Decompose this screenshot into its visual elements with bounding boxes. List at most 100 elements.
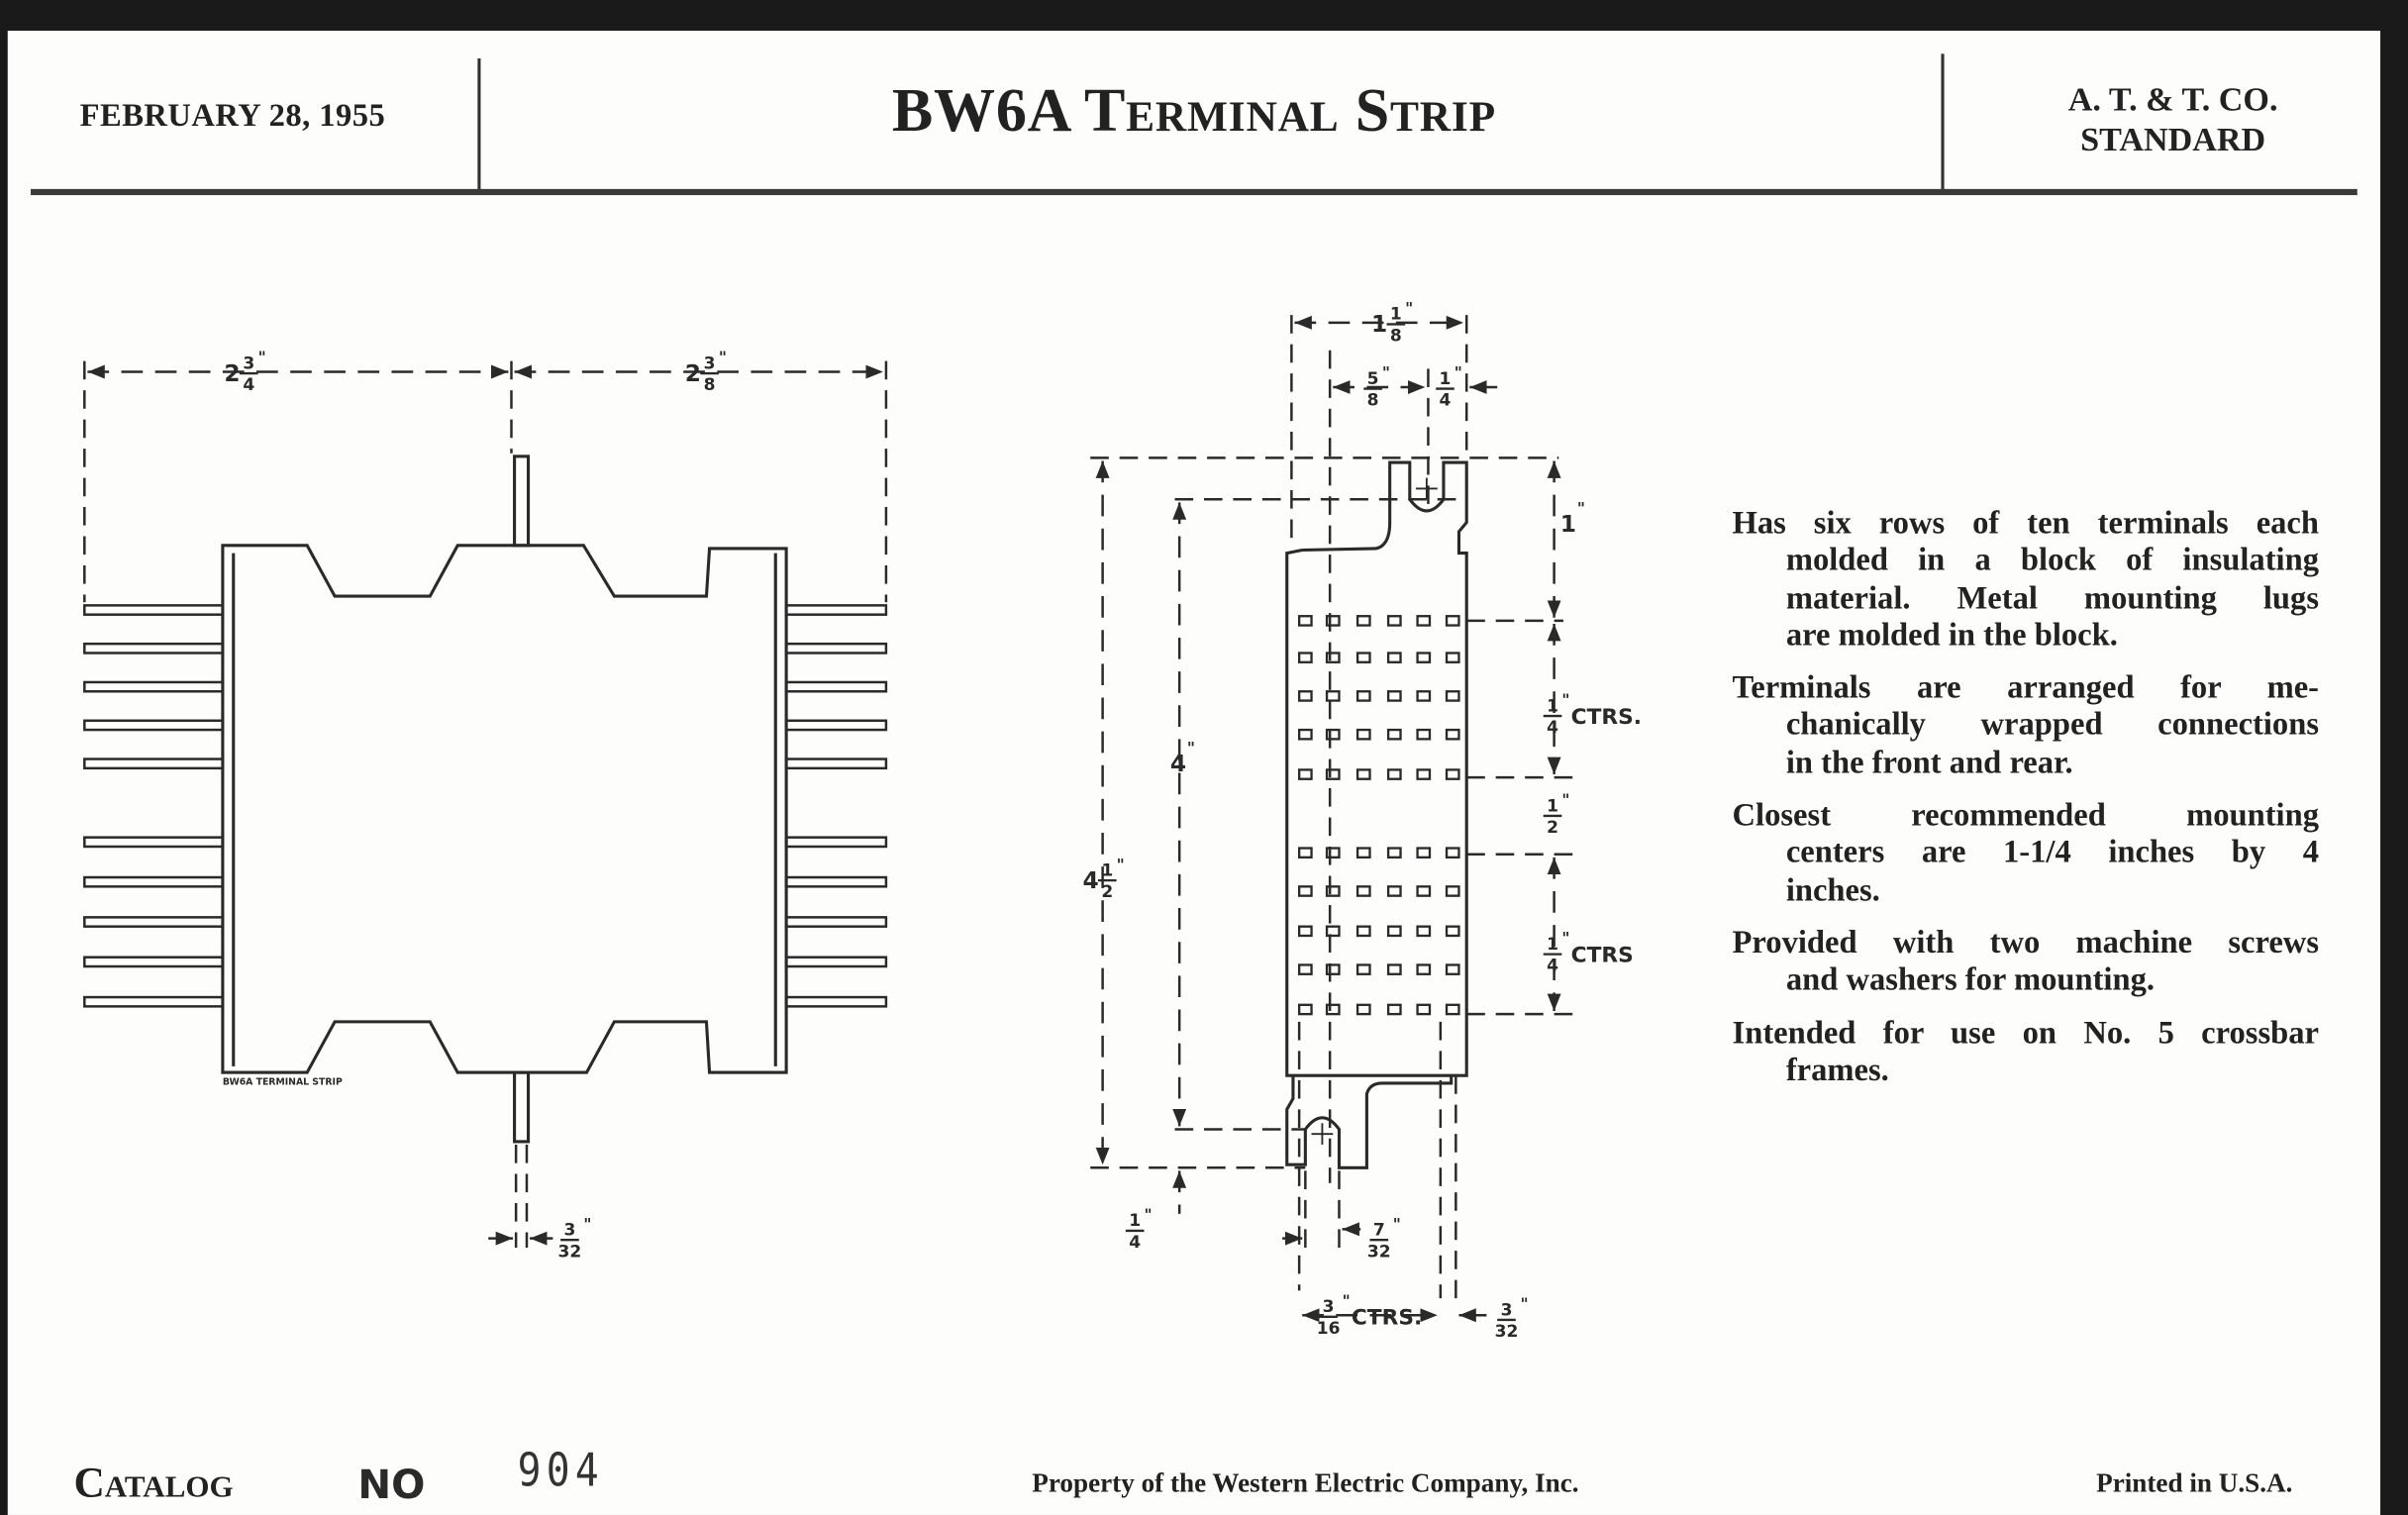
terminal-pin	[784, 836, 888, 849]
dimension-tab-thickness: 332"	[558, 1215, 592, 1262]
dimension-whole: 2	[685, 360, 701, 387]
dimension-denominator: 2	[1101, 882, 1113, 902]
dimension-denominator: 4	[1547, 957, 1558, 976]
side-dimension-lines	[1095, 315, 1561, 1323]
terminal-hole	[1297, 925, 1313, 938]
terminal-hole	[1325, 1003, 1341, 1016]
inch-mark: "	[1561, 691, 1569, 709]
terminal-hole	[1355, 1003, 1371, 1016]
dimension-numerator: 3	[563, 1221, 575, 1241]
terminal-pin	[83, 836, 225, 849]
dimension-row-centers-lower: 14"CTRS	[1543, 930, 1634, 976]
description-line: Terminals are arranged for me-	[1732, 668, 2320, 706]
terminal-hole	[1297, 690, 1313, 702]
terminal-pin	[83, 642, 225, 655]
terminal-hole	[1297, 768, 1313, 780]
terminal-hole	[1445, 1003, 1460, 1016]
dimension-whole: 1	[1560, 511, 1576, 538]
inch-mark: "	[1561, 791, 1569, 809]
inch-mark: "	[1393, 1215, 1401, 1233]
side-block-outline	[1285, 460, 1468, 1077]
terminal-hole	[1325, 925, 1341, 938]
terminal-pins	[83, 604, 888, 1008]
dimension-numerator: 1	[1547, 696, 1558, 716]
inch-mark: "	[1561, 930, 1569, 948]
terminal-hole	[1355, 963, 1371, 975]
terminal-hole	[1297, 615, 1313, 627]
description-line: molded in a block of insulating	[1785, 541, 2320, 578]
terminal-hole	[1445, 768, 1460, 780]
terminal-hole	[1416, 690, 1432, 702]
terminal-pin	[784, 642, 888, 655]
dimension-numerator: 3	[243, 354, 254, 373]
terminal-pin	[83, 719, 225, 732]
description-line: Intended for use on No. 5 crossbar	[1732, 1013, 2320, 1051]
terminal-hole	[1386, 847, 1402, 859]
terminal-holes	[1297, 615, 1460, 1016]
terminal-pin	[784, 604, 888, 616]
page-title: BW6A Terminal Strip	[891, 75, 1496, 145]
description-line: in the front and rear.	[1785, 743, 2073, 780]
terminal-pin	[784, 995, 888, 1008]
issue-date: FEBRUARY 28, 1955	[79, 96, 386, 134]
inch-mark: "	[1117, 856, 1125, 873]
header-rule	[31, 188, 2358, 196]
terminal-hole	[1416, 925, 1432, 938]
dimension-column-centers: 316"CTRS.	[1317, 1292, 1422, 1339]
terminal-hole	[1297, 847, 1313, 859]
description-line: centers are 1-1/4 inches by 4	[1785, 833, 2320, 870]
bottom-lug-outline	[1285, 1075, 1454, 1169]
dimension-denominator: 4	[1129, 1233, 1141, 1253]
description-line: Has six rows of ten terminals each	[1732, 503, 2320, 542]
dimension-whole: 2	[224, 360, 240, 387]
inch-mark: "	[1405, 300, 1413, 318]
terminal-hole	[1386, 925, 1402, 938]
terminal-hole	[1445, 615, 1460, 627]
terminal-hole	[1325, 963, 1341, 975]
terminal-hole	[1386, 885, 1402, 897]
dimension-whole: 4	[1082, 867, 1098, 894]
inch-mark: "	[1455, 364, 1462, 382]
dimension-numerator: 3	[1501, 1300, 1513, 1320]
terminal-hole	[1386, 728, 1402, 741]
dimension-suffix: CTRS.	[1352, 1306, 1422, 1331]
side-extension-lines	[1090, 315, 1582, 1299]
inch-mark: "	[1187, 739, 1195, 757]
terminal-hole	[1445, 885, 1460, 897]
terminal-hole	[1416, 1003, 1432, 1016]
terminal-hole	[1416, 963, 1432, 975]
description-line: material. Metal mounting lugs	[1785, 578, 2320, 616]
catalog-card: FEBRUARY 28, 1955 BW6A Terminal Strip A.…	[7, 31, 2381, 1515]
inch-mark: "	[258, 349, 266, 366]
front-view	[83, 360, 888, 1248]
terminal-pin	[784, 758, 888, 770]
terminal-hole	[1355, 768, 1371, 780]
dimension-top-to-first-row: 1"	[1560, 499, 1585, 538]
terminal-hole	[1416, 768, 1432, 780]
terminal-hole	[1297, 963, 1313, 975]
terminal-hole	[1325, 885, 1341, 897]
dimension-suffix: CTRS	[1571, 943, 1634, 967]
terminal-hole	[1355, 925, 1371, 938]
dimension-slot-offset: 58"	[1363, 364, 1390, 411]
catalog-number: 904	[517, 1444, 604, 1498]
terminal-pin	[83, 604, 225, 616]
terminal-hole	[1355, 885, 1371, 897]
terminal-hole	[1416, 885, 1432, 897]
terminal-hole	[1355, 690, 1371, 702]
inch-mark: "	[1382, 364, 1390, 382]
mounting-tab-top	[513, 454, 531, 548]
terminal-hole	[1386, 963, 1402, 975]
inch-mark: "	[1343, 1292, 1351, 1310]
description-line: Closest recommended mounting	[1732, 795, 2320, 834]
terminal-hole	[1445, 925, 1460, 938]
dimension-denominator: 16	[1317, 1319, 1341, 1339]
dimension-denominator: 8	[704, 375, 716, 395]
